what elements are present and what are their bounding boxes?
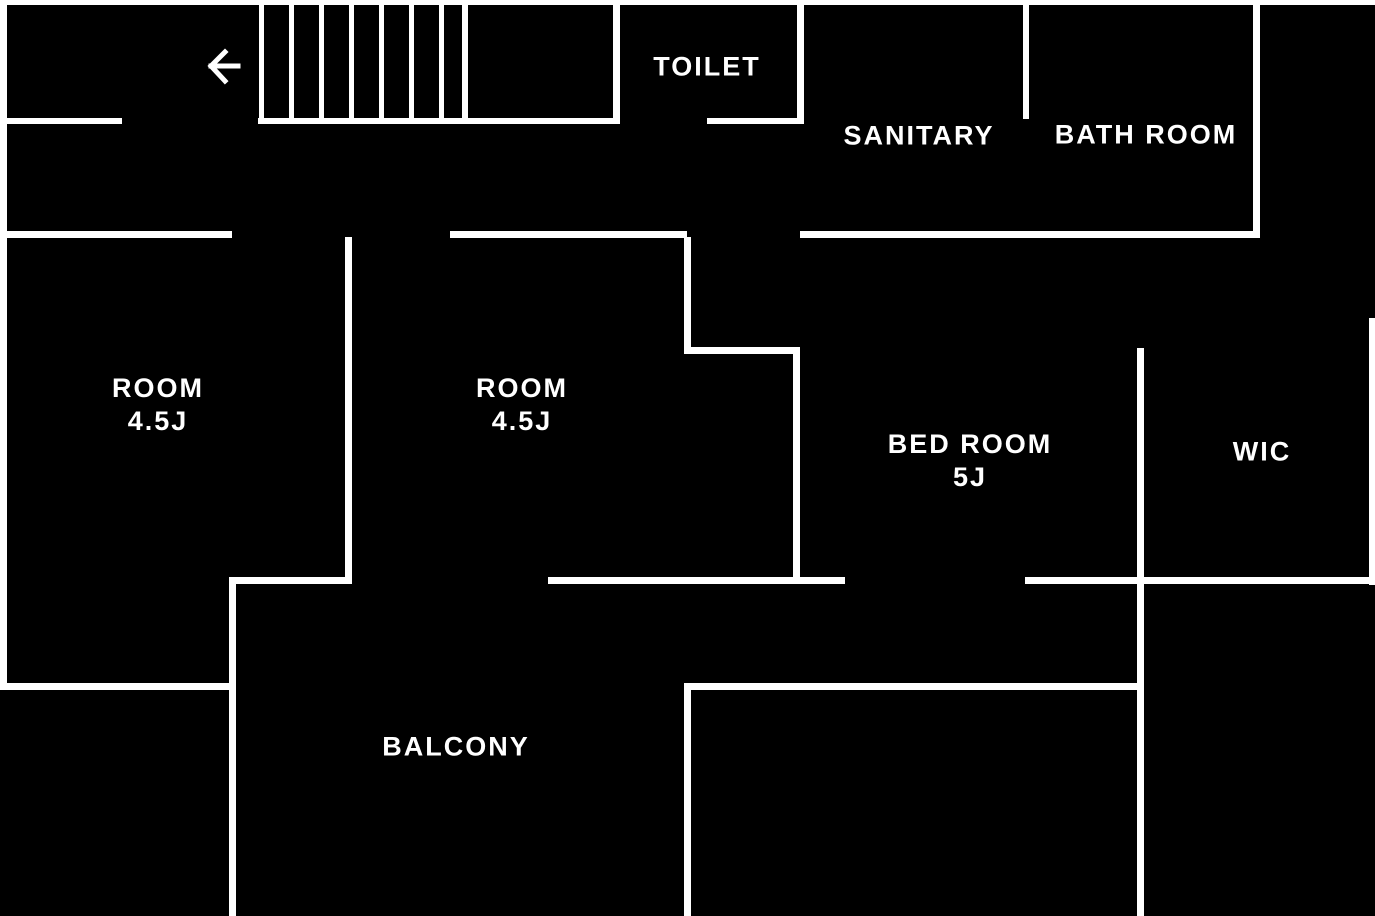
wall-left-border bbox=[0, 0, 7, 690]
room-label-line: TOILET bbox=[653, 51, 761, 82]
wall-bedroom-wic-divider bbox=[1137, 348, 1144, 916]
wall-balcony-left-wall bbox=[229, 577, 236, 916]
wall-room-left-right-wall bbox=[345, 237, 352, 584]
wall-toilet-right-wall bbox=[797, 0, 804, 124]
wall-bottom-right-room-top bbox=[684, 683, 1144, 690]
room-label-bath-room: BATH ROOM bbox=[1055, 119, 1237, 152]
room-label-sanitary: SANITARY bbox=[844, 120, 995, 153]
room-label-line: BED ROOM bbox=[887, 429, 1053, 459]
wall-right-border bbox=[1369, 318, 1375, 585]
wall-lower-mid bbox=[548, 577, 845, 584]
stair-tread bbox=[349, 5, 354, 118]
room-label-line: 4.5J bbox=[127, 406, 189, 436]
room-label-line: 4.5J bbox=[491, 406, 553, 436]
wall-lower-right bbox=[1025, 577, 1375, 584]
wall-under-stairs bbox=[258, 118, 613, 124]
wall-entry-stub bbox=[7, 118, 122, 124]
wall-hall-bottom-left bbox=[7, 231, 232, 238]
wall-bedroom-step-top bbox=[684, 347, 800, 354]
wall-toilet-bottom bbox=[707, 118, 803, 124]
stair-tread bbox=[319, 5, 324, 118]
room-label-line: 5J bbox=[952, 462, 988, 492]
stair-tread bbox=[409, 5, 414, 118]
stair-tread bbox=[379, 5, 384, 118]
room-label-wic: WIC bbox=[1233, 436, 1291, 469]
stair-tread bbox=[259, 5, 264, 118]
wall-stairs-right-wall bbox=[462, 5, 468, 124]
room-label-line: ROOM bbox=[112, 373, 204, 403]
wall-room-mid-right-upper bbox=[684, 237, 691, 347]
wall-bath-right-wall bbox=[1253, 5, 1260, 238]
wall-bedroom-left-wall bbox=[793, 347, 800, 584]
wall-top-border bbox=[0, 0, 1375, 5]
wall-hall-bottom-right bbox=[800, 231, 1260, 238]
room-label-line: BATH ROOM bbox=[1054, 119, 1238, 150]
room-label-line: BALCONY bbox=[382, 731, 530, 762]
wall-sanitary-bath-divider bbox=[1023, 5, 1029, 119]
stair-tread bbox=[289, 5, 294, 118]
room-label-line: WIC bbox=[1232, 436, 1292, 467]
wall-lower-jog-left bbox=[229, 577, 352, 584]
wall-toilet-left-wall bbox=[613, 0, 620, 124]
wall-bottom-right-room-left bbox=[684, 683, 691, 916]
room-label-toilet: TOILET bbox=[653, 51, 761, 84]
room-label-line: ROOM bbox=[476, 373, 568, 403]
wall-hall-bottom-mid bbox=[450, 231, 687, 238]
wall-bottom-left-wall bbox=[7, 683, 229, 690]
room-label-balcony: BALCONY bbox=[382, 731, 530, 764]
stair-tread bbox=[439, 5, 444, 118]
room-label-line: SANITARY bbox=[843, 120, 995, 151]
